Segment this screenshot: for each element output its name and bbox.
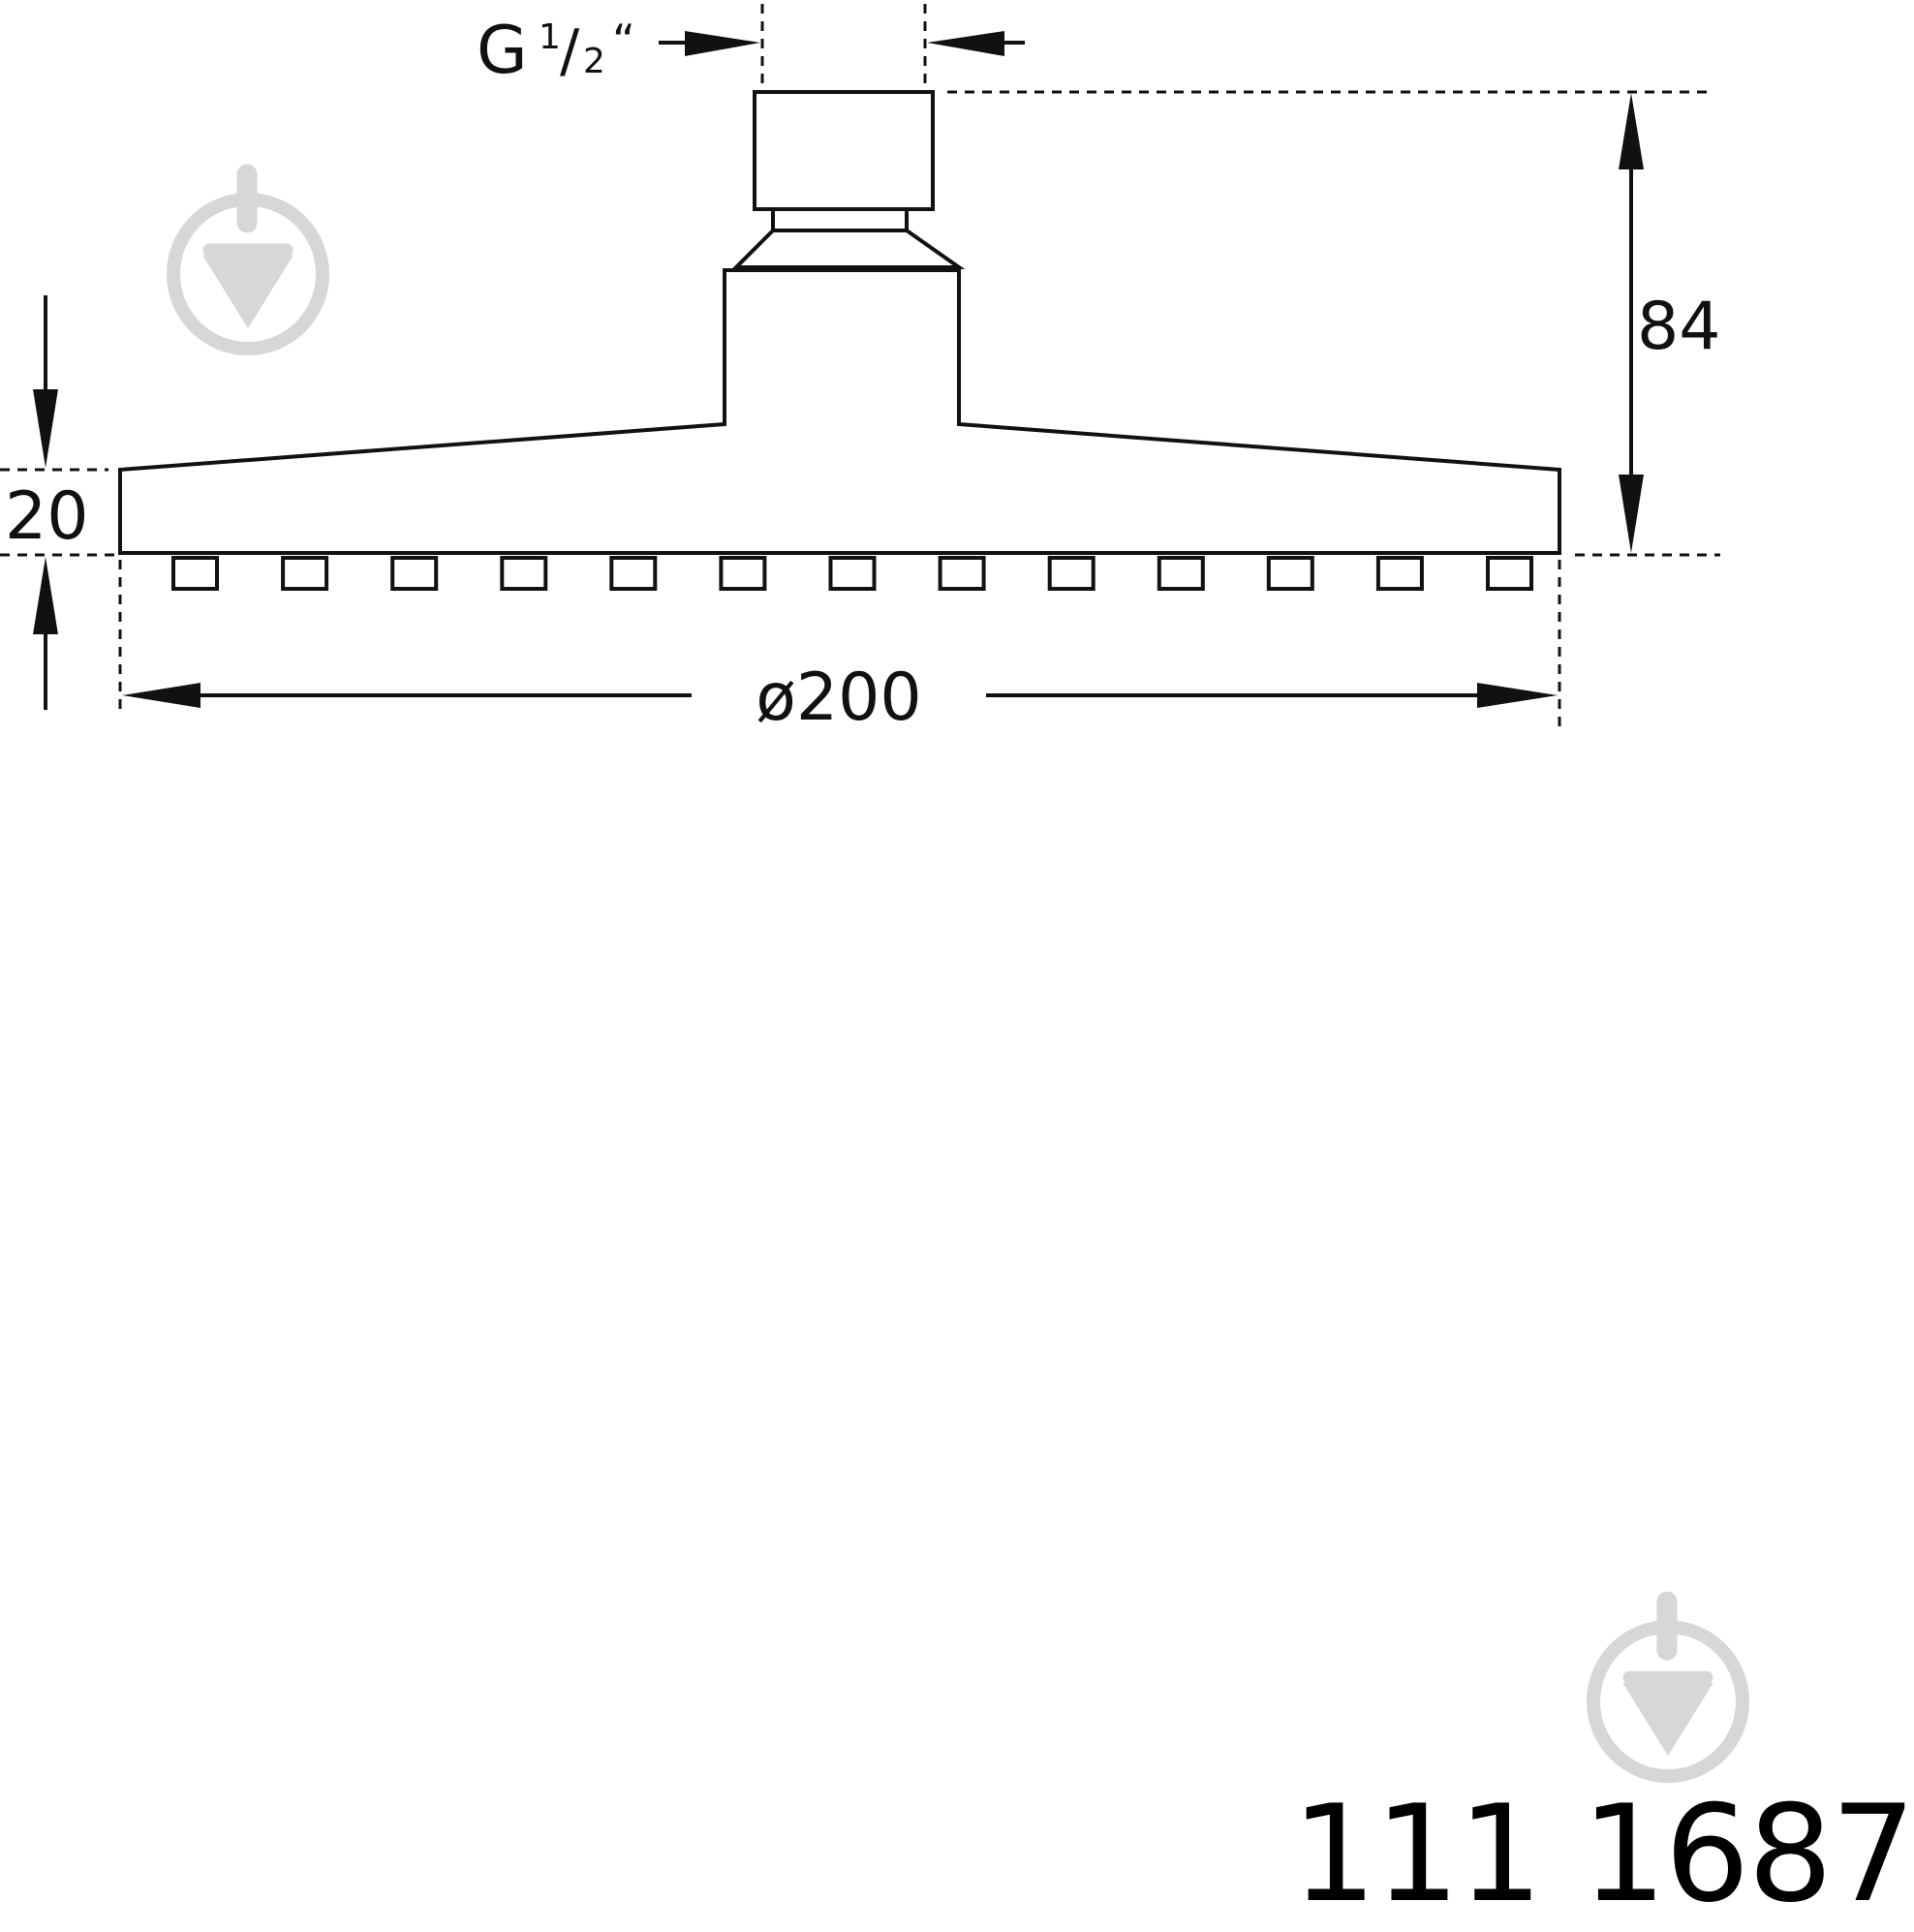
nozzle bbox=[1266, 556, 1314, 591]
shower-head-outline bbox=[118, 90, 1561, 591]
watermark-drop-icon bbox=[202, 255, 293, 328]
watermark-drop-icon bbox=[1622, 1682, 1713, 1756]
connector-nut bbox=[753, 90, 935, 211]
watermark-bar bbox=[1622, 1671, 1713, 1684]
nozzle bbox=[1375, 556, 1424, 591]
connector-taper bbox=[731, 229, 966, 269]
nozzle bbox=[281, 556, 329, 591]
nozzle bbox=[719, 556, 767, 591]
arrow-icon bbox=[1477, 683, 1558, 708]
arrow-icon bbox=[122, 683, 201, 708]
nozzle bbox=[1157, 556, 1205, 591]
dimension-label-thickness: 20 bbox=[5, 478, 89, 555]
thread-label-main: G bbox=[477, 13, 528, 89]
arrow-icon bbox=[33, 557, 58, 634]
nozzle bbox=[500, 556, 548, 591]
watermark-stem bbox=[1656, 1591, 1678, 1661]
watermark-logo-top-left bbox=[167, 164, 329, 355]
watermark-logo-bottom-right bbox=[1587, 1591, 1749, 1783]
dimension-diameter: ø200 bbox=[122, 659, 1558, 736]
extension-lines bbox=[0, 4, 1720, 726]
dimension-label-diameter: ø200 bbox=[756, 659, 921, 736]
thread-label-quote: “ bbox=[612, 15, 635, 67]
dimension-label-height: 84 bbox=[1637, 289, 1721, 365]
nozzle-row bbox=[171, 556, 1533, 591]
dimension-height: 84 bbox=[1619, 93, 1721, 553]
arrow-icon bbox=[927, 31, 1004, 56]
nozzle bbox=[1486, 556, 1533, 591]
arrow-icon bbox=[1619, 93, 1644, 169]
watermark-bar bbox=[202, 243, 293, 257]
shower-plate bbox=[118, 268, 1561, 555]
arrow-icon bbox=[33, 389, 58, 468]
watermark-stem bbox=[236, 164, 258, 233]
thread-label-numerator: 1 bbox=[539, 17, 561, 57]
nozzle bbox=[390, 556, 439, 591]
nozzle bbox=[828, 556, 877, 591]
arrow-icon bbox=[685, 31, 760, 56]
nozzle bbox=[609, 556, 658, 591]
thread-label-slash: / bbox=[560, 17, 580, 85]
arrow-icon bbox=[1619, 475, 1644, 553]
dimension-thread: G 1 / 2 “ bbox=[477, 13, 1025, 89]
nozzle bbox=[938, 556, 986, 591]
connector-neck bbox=[771, 207, 909, 232]
dimension-plate-thickness: 20 bbox=[5, 295, 89, 710]
thread-label-denominator: 2 bbox=[583, 42, 605, 81]
nozzle bbox=[171, 556, 219, 591]
nozzle bbox=[1047, 556, 1096, 591]
article-number: 111 1687 bbox=[1291, 1776, 1914, 1932]
